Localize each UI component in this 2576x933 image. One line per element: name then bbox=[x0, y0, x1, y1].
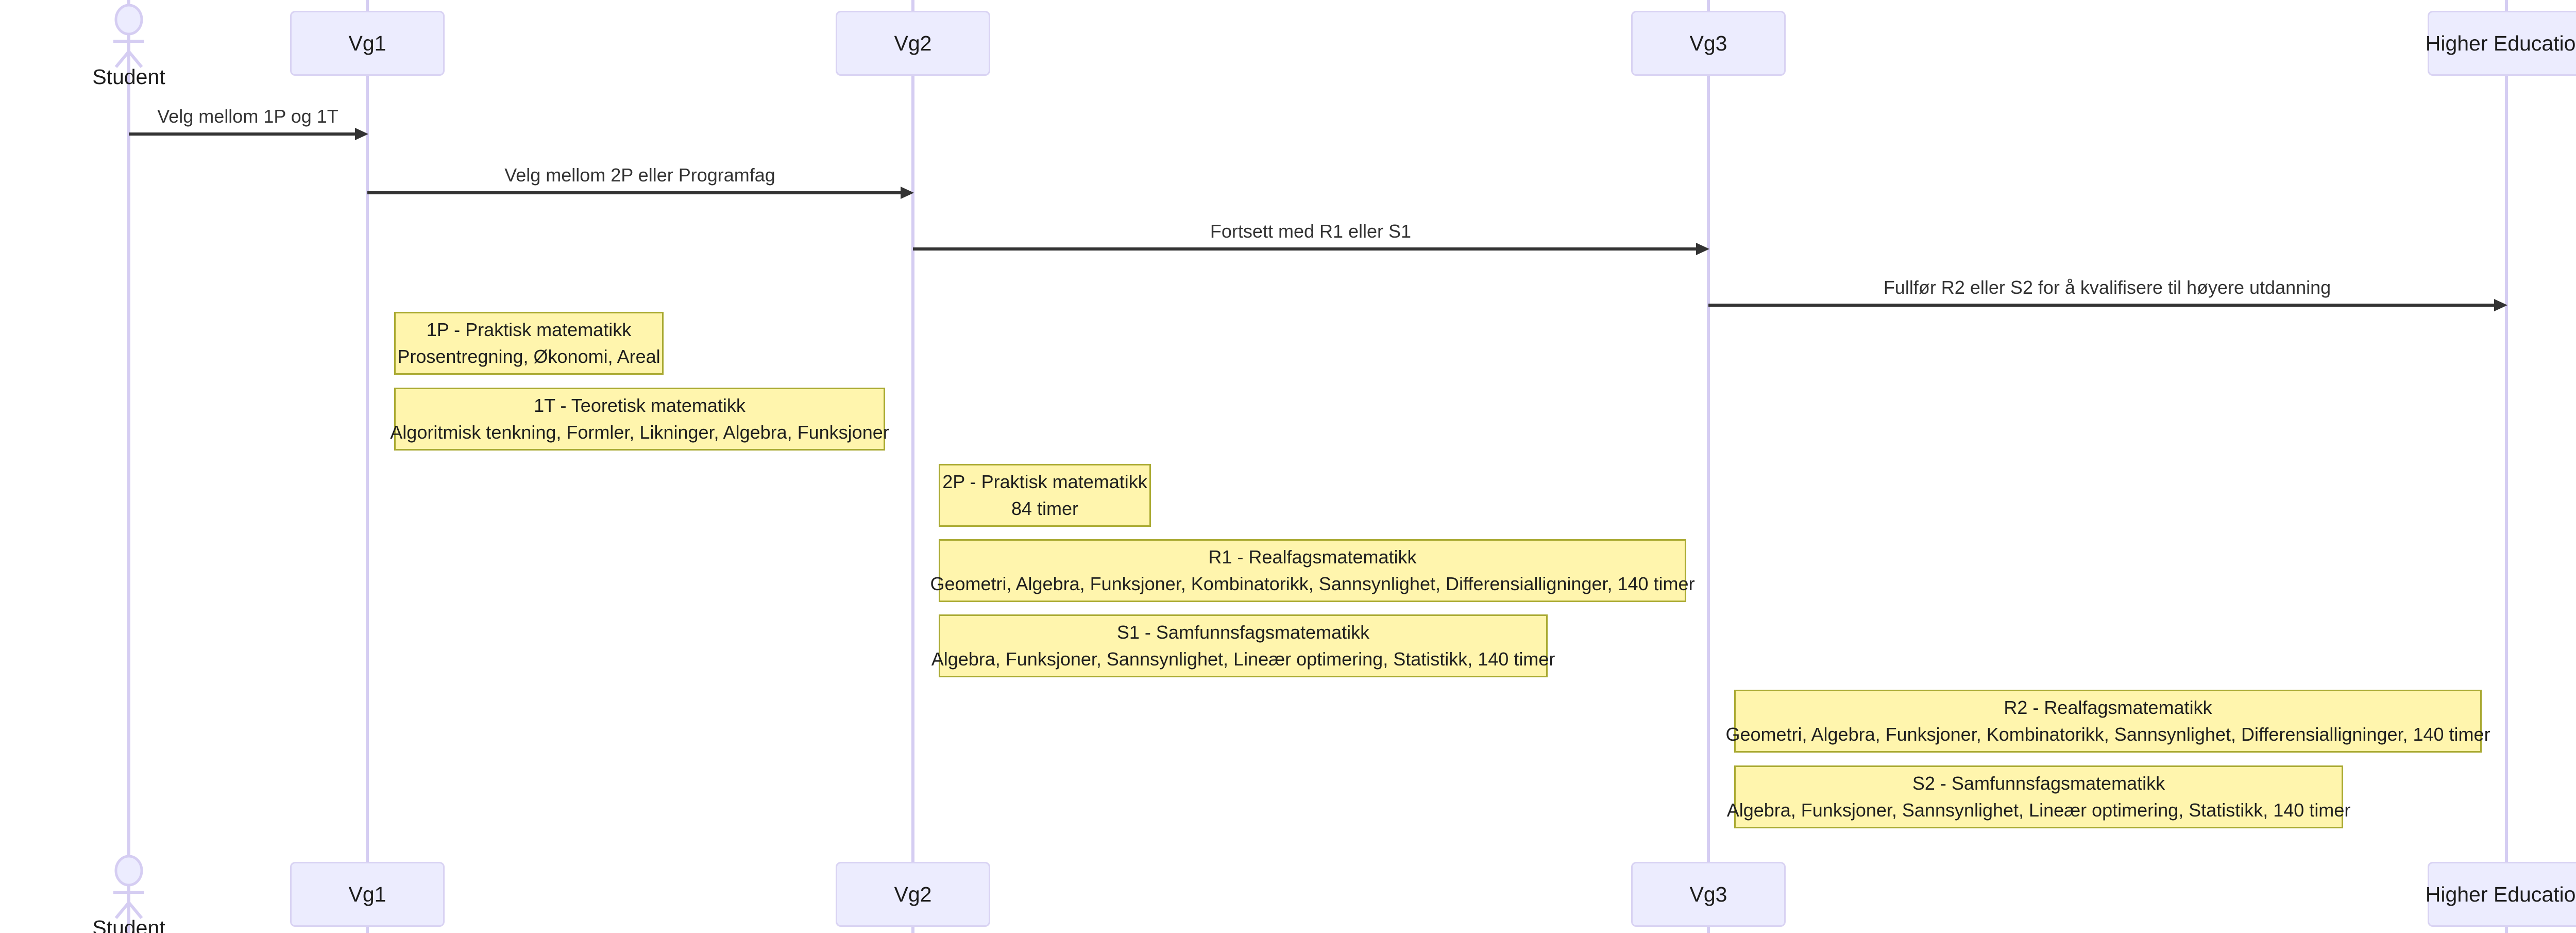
participant-he-footer[interactable]: Higher Education bbox=[2425, 862, 2576, 927]
participant-vg2-header[interactable]: Vg2 bbox=[836, 11, 990, 76]
msg-2-arrowhead-icon bbox=[901, 187, 914, 199]
note-2p-line-0: 2P - Praktisk matematikk bbox=[942, 471, 1147, 492]
actor-label-student: Student bbox=[92, 916, 165, 933]
msg-4-arrowhead-icon bbox=[2494, 299, 2507, 311]
msg-2-label: Velg mellom 2P eller Programfag bbox=[504, 164, 775, 186]
lifeline-he bbox=[2505, 0, 2508, 933]
actor-student[interactable]: Student bbox=[92, 855, 165, 933]
msg-4-line bbox=[1708, 304, 2496, 307]
participant-vg3-footer[interactable]: Vg3 bbox=[1631, 862, 1786, 927]
note-r1-line-0: R1 - Realfagsmatematikk bbox=[1208, 546, 1417, 568]
note-s1-line-1: Algebra, Funksjoner, Sannsynlighet, Line… bbox=[931, 648, 1555, 670]
note-1t-line-0: 1T - Teoretisk matematikk bbox=[534, 394, 745, 416]
note-s2-line-1: Algebra, Funksjoner, Sannsynlighet, Line… bbox=[1726, 799, 2351, 821]
msg-3-arrowhead-icon bbox=[1696, 243, 1709, 255]
participant-label-vg3: Vg3 bbox=[1689, 31, 1727, 55]
actor-figure-icon bbox=[113, 4, 144, 68]
participant-vg1-header[interactable]: Vg1 bbox=[290, 11, 445, 76]
participant-label-he: Higher Education bbox=[2425, 31, 2576, 55]
msg-1-line bbox=[129, 132, 357, 136]
note-2p-line-1: 84 timer bbox=[1011, 498, 1079, 519]
note-r2-line-1: Geometri, Algebra, Funksjoner, Kombinato… bbox=[1725, 724, 2490, 745]
participant-label-vg1: Vg1 bbox=[348, 31, 386, 55]
msg-1-label: Velg mellom 1P og 1T bbox=[157, 106, 338, 127]
msg-3-line bbox=[913, 247, 1698, 251]
participant-he-header[interactable]: Higher Education bbox=[2425, 11, 2576, 76]
lifeline-vg1 bbox=[366, 0, 369, 933]
msg-1-arrowhead-icon bbox=[355, 128, 368, 140]
participant-label-vg1: Vg1 bbox=[348, 882, 386, 906]
participant-label-vg3: Vg3 bbox=[1689, 882, 1727, 906]
note-r1-line-1: Geometri, Algebra, Funksjoner, Kombinato… bbox=[930, 573, 1695, 594]
msg-3-label: Fortsett med R1 eller S1 bbox=[1210, 221, 1412, 242]
note-s2-line-0: S2 - Samfunnsfagsmatematikk bbox=[1912, 772, 2165, 794]
note-1t-line-1: Algoritmisk tenkning, Formler, Likninger… bbox=[390, 422, 889, 443]
msg-2-line bbox=[367, 191, 903, 194]
note-1p-line-1: Prosentregning, Økonomi, Areal bbox=[397, 346, 660, 367]
actor-student[interactable]: Student bbox=[92, 4, 165, 89]
lifeline-student bbox=[127, 0, 130, 933]
note-s1-line-0: S1 - Samfunnsfagsmatematikk bbox=[1116, 621, 1370, 643]
participant-label-he: Higher Education bbox=[2425, 882, 2576, 906]
note-2p[interactable]: 2P - Praktisk matematikk 84 timer bbox=[939, 464, 1151, 527]
actor-label-student: Student bbox=[92, 65, 165, 89]
lifeline-vg3 bbox=[1707, 0, 1710, 933]
actor-figure-icon bbox=[113, 855, 144, 919]
note-r2-line-0: R2 - Realfagsmatematikk bbox=[2004, 696, 2212, 718]
lifeline-vg2 bbox=[911, 0, 914, 933]
participant-vg3-header[interactable]: Vg3 bbox=[1631, 11, 1786, 76]
participant-vg1-footer[interactable]: Vg1 bbox=[290, 862, 445, 927]
msg-4-label: Fullfør R2 eller S2 for å kvalifisere ti… bbox=[1883, 277, 2331, 298]
participant-label-vg2: Vg2 bbox=[894, 882, 932, 906]
participant-label-vg2: Vg2 bbox=[894, 31, 932, 55]
participant-vg2-footer[interactable]: Vg2 bbox=[836, 862, 990, 927]
note-1p-line-0: 1P - Praktisk matematikk bbox=[426, 319, 632, 340]
